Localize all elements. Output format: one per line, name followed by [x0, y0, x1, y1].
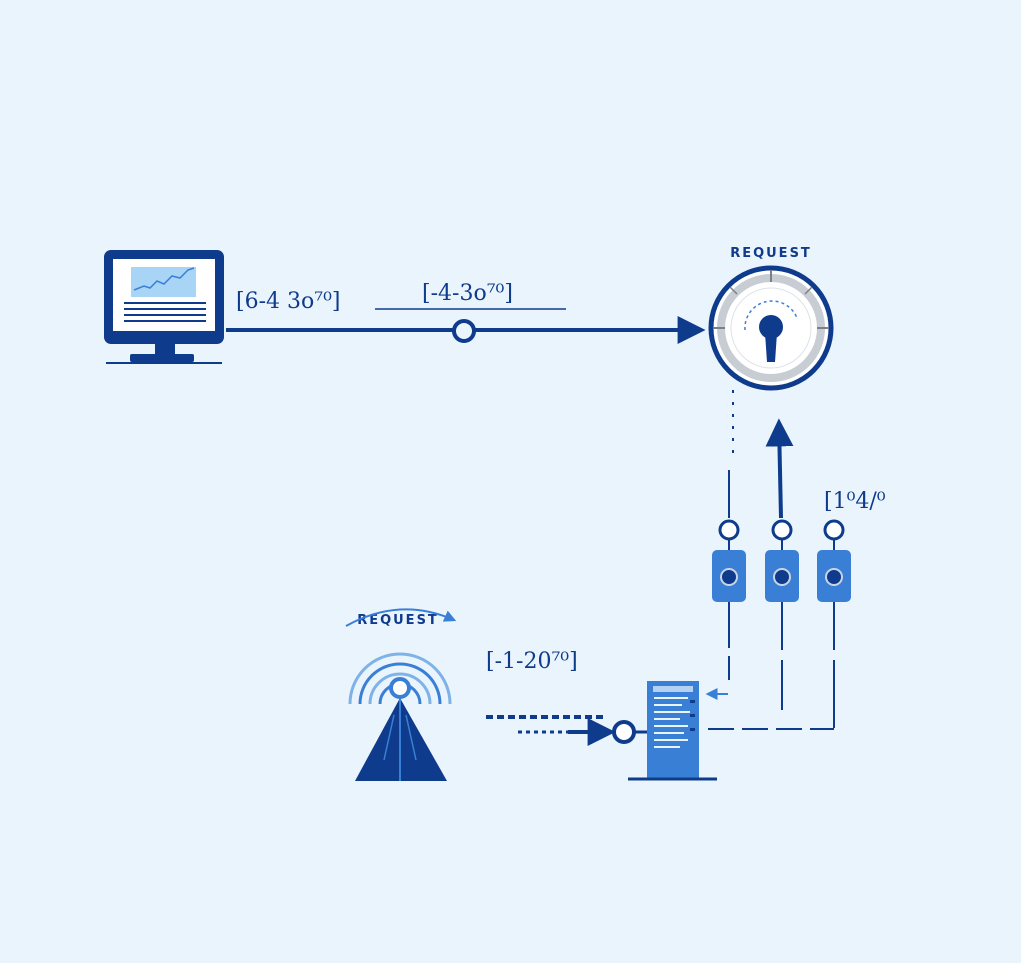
server-icon [628, 681, 717, 781]
sensor-node-icon [712, 519, 746, 602]
gauge-lock-icon [708, 265, 834, 391]
sensor-node-icon [817, 519, 851, 602]
antenna-tower-icon [348, 652, 452, 781]
uplink-arrow [765, 418, 794, 519]
sensor-side-label: [1⁰4/⁰ [824, 489, 886, 514]
sensor-node-icon [765, 519, 799, 602]
monitor-icon [104, 250, 224, 364]
gauge-caption: REQUEST [730, 246, 812, 261]
antenna-link-label: [-1-20⁷⁰] [486, 649, 578, 674]
server-link-node [612, 720, 636, 744]
sensor-feed-lines [708, 602, 835, 730]
antenna-caption-arrow [345, 608, 457, 627]
antenna-caption: REQUEST [357, 613, 439, 628]
main-link-arrow [226, 308, 706, 344]
antenna-server-link [486, 715, 647, 746]
computer-link-label: [6-4 3o⁷⁰] [236, 289, 340, 314]
link-node [452, 319, 476, 343]
top-line-label: [-4-3o⁷⁰] [422, 281, 513, 306]
